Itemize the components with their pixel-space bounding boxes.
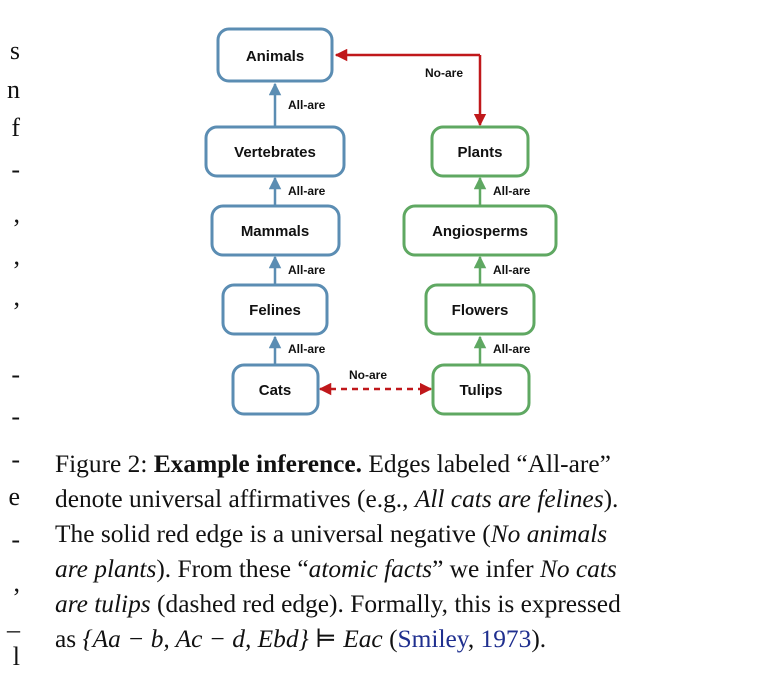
edge-label-no-are: No-are <box>425 66 463 80</box>
gutter-mark: , <box>13 241 21 270</box>
figure-label: Figure 2: <box>55 450 148 478</box>
node-cats: Cats <box>231 363 320 416</box>
adjacent-column-clipped-text: s n f - , , , - - - e - , _ l <box>0 0 30 692</box>
node-label: Angiosperms <box>432 223 528 240</box>
caption-italic: All cats are felines <box>414 485 604 513</box>
node-angiosperms: Angiosperms <box>402 204 558 257</box>
gutter-mark: - <box>11 360 20 389</box>
edge-label-all-are: All-are <box>288 184 326 198</box>
edge-flowers-angiosperms: All-are <box>473 255 531 285</box>
gutter-mark: s <box>9 36 20 65</box>
node-mammals: Mammals <box>210 204 341 257</box>
caption-text: Edges labeled “All-are” <box>368 450 611 478</box>
gutter-mark: - <box>11 525 20 554</box>
edge-angiosperms-plants: All-are <box>473 176 531 206</box>
caption-text: ” we infer <box>432 555 534 583</box>
node-flowers: Flowers <box>424 283 536 336</box>
caption-italic: are tulips <box>55 590 151 618</box>
node-label: Vertebrates <box>234 144 316 161</box>
edge-mammals-vertebrates: All-are <box>268 176 326 206</box>
node-label: Animals <box>246 48 304 65</box>
caption-text: ). <box>603 485 619 513</box>
gutter-mark: l <box>12 642 20 671</box>
caption-text: as <box>55 625 77 653</box>
node-tulips: Tulips <box>431 363 531 416</box>
caption-italic: atomic facts <box>308 555 433 583</box>
edge-animals-plants-no-are: No-are <box>334 48 487 127</box>
caption-text: ). From these “ <box>156 555 309 583</box>
caption-line: Figure 2: Example inference. Edges label… <box>55 447 720 482</box>
caption-italic: are plants <box>55 555 157 583</box>
caption-line: The solid red edge is a universal negati… <box>55 517 720 552</box>
gutter-mark: - <box>11 402 20 431</box>
gutter-mark: _ <box>7 606 20 635</box>
gutter-mark: n <box>7 75 20 104</box>
caption-line: denote universal affirmatives (e.g., All… <box>55 482 720 517</box>
node-label: Flowers <box>452 302 509 319</box>
caption-text: The solid red edge is a universal negati… <box>55 520 491 548</box>
inference-diagram: All-are All-are All-are All-are All-are … <box>204 27 558 416</box>
node-label: Plants <box>457 144 502 161</box>
gutter-mark: - <box>11 445 20 474</box>
caption-text: (dashed red edge). Formally, this is exp… <box>157 590 621 618</box>
node-label: Cats <box>259 382 292 399</box>
caption-text: denote universal affirmatives (e.g., <box>55 485 409 513</box>
caption-line: are plants). From these “atomic facts” w… <box>55 552 720 587</box>
caption-italic: No cats <box>539 555 617 583</box>
node-animals: Animals <box>216 27 334 83</box>
edge-label-all-are: All-are <box>493 342 531 356</box>
caption-italic: No animals <box>490 520 608 548</box>
gutter-mark: - <box>11 155 20 184</box>
node-label: Tulips <box>459 382 502 399</box>
edge-label-all-are: All-are <box>288 98 326 112</box>
edge-label-all-are: All-are <box>493 184 531 198</box>
caption-title: Example inference. <box>153 450 363 478</box>
edge-vertebrates-animals: All-are <box>268 82 326 127</box>
node-label: Mammals <box>241 223 309 240</box>
edge-label-all-are: All-are <box>493 263 531 277</box>
edge-cats-felines: All-are <box>268 335 326 365</box>
caption-text: ). <box>531 625 547 653</box>
caption-line: as {Aa − b, Ac − d, Ebd} ⊨ Eac (Smiley, … <box>55 622 720 657</box>
caption-line: are tulips (dashed red edge). Formally, … <box>55 587 720 622</box>
edge-cats-tulips-no-are-inferred: No-are <box>318 368 433 396</box>
node-label: Felines <box>249 302 301 319</box>
edge-label-all-are: All-are <box>288 263 326 277</box>
node-felines: Felines <box>221 283 329 336</box>
node-vertebrates: Vertebrates <box>204 125 346 178</box>
gutter-mark: , <box>13 282 21 311</box>
gutter-mark: , <box>13 199 21 228</box>
formula: {Aa − b, Ac − d, Ebd} ⊨ Eac <box>82 625 383 653</box>
edge-label-all-are: All-are <box>288 342 326 356</box>
caption-text: , <box>467 625 481 653</box>
gutter-mark: , <box>13 568 21 597</box>
edge-tulips-flowers: All-are <box>473 335 531 365</box>
caption-text: ( <box>389 625 398 653</box>
figure-caption: Figure 2: Example inference. Edges label… <box>55 447 720 657</box>
node-plants: Plants <box>430 125 530 178</box>
edge-label-no-are: No-are <box>349 368 387 382</box>
gutter-mark: e <box>8 482 20 511</box>
gutter-mark: f <box>11 113 20 142</box>
citation-author-link[interactable]: Smiley <box>397 625 468 653</box>
edge-felines-mammals: All-are <box>268 255 326 285</box>
citation-year-link[interactable]: 1973 <box>480 625 532 653</box>
